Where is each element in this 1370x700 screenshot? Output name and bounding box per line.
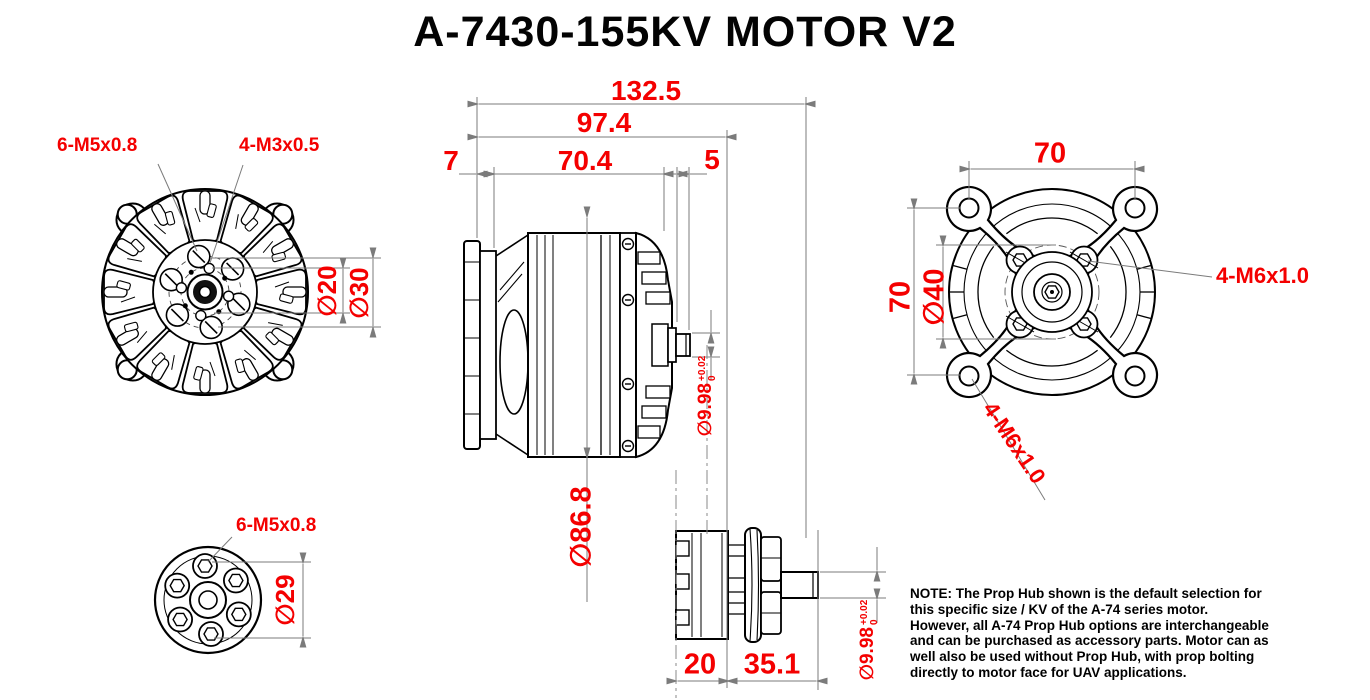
hub-shaft-tol-lower: 0 (869, 619, 880, 626)
hub-shaft-dia-value: ∅9.98 (857, 627, 878, 681)
rear-thread-label-right: 4-M6x1.0 (1216, 263, 1309, 288)
page-title: A-7430-155KV MOTOR V2 (413, 8, 957, 56)
rear-view-drawing (945, 185, 1159, 399)
dimension-lines (157, 97, 1213, 690)
hub-side-view-drawing (675, 527, 819, 643)
front-view-drawing (101, 188, 309, 396)
side-body-length-dim: 97.4 (576, 107, 632, 138)
front-thread-label-m3: 4-M3x0.5 (239, 135, 320, 156)
rear-mount-width-dim: 70 (1033, 137, 1067, 170)
side-view-drawing (463, 231, 691, 459)
side-flange-width-dim: 7 (443, 145, 459, 176)
side-shaft-dia-value: ∅9.98 (695, 383, 716, 437)
hub-front-view-drawing (153, 545, 263, 655)
rear-mount-height-dim: 70 (884, 280, 917, 314)
center-lines (675, 345, 708, 698)
hub-thread-label-m5: 6-M5x0.8 (236, 515, 317, 536)
front-dia30-dim: ∅30 (344, 267, 374, 319)
front-thread-label-m5: 6-M5x0.8 (57, 135, 138, 156)
hub-length-dim: 20 (683, 648, 717, 681)
hub-dia29-dim: ∅29 (270, 574, 300, 626)
hub-shaft-length-dim: 35.1 (743, 648, 801, 681)
side-shaft-tol-lower: 0 (707, 375, 718, 382)
front-dia20-dim: ∅20 (312, 265, 342, 317)
note-text: NOTE: The Prop Hub shown is the default … (910, 586, 1269, 680)
rear-bolt-circle-dim: ∅40 (918, 268, 951, 326)
side-stator-length-dim: 70.4 (557, 145, 613, 176)
side-shaft-step-dim: 5 (704, 144, 720, 175)
side-overall-length-dim: 132.5 (610, 75, 682, 106)
side-body-dia-dim: ∅86.8 (565, 486, 598, 568)
